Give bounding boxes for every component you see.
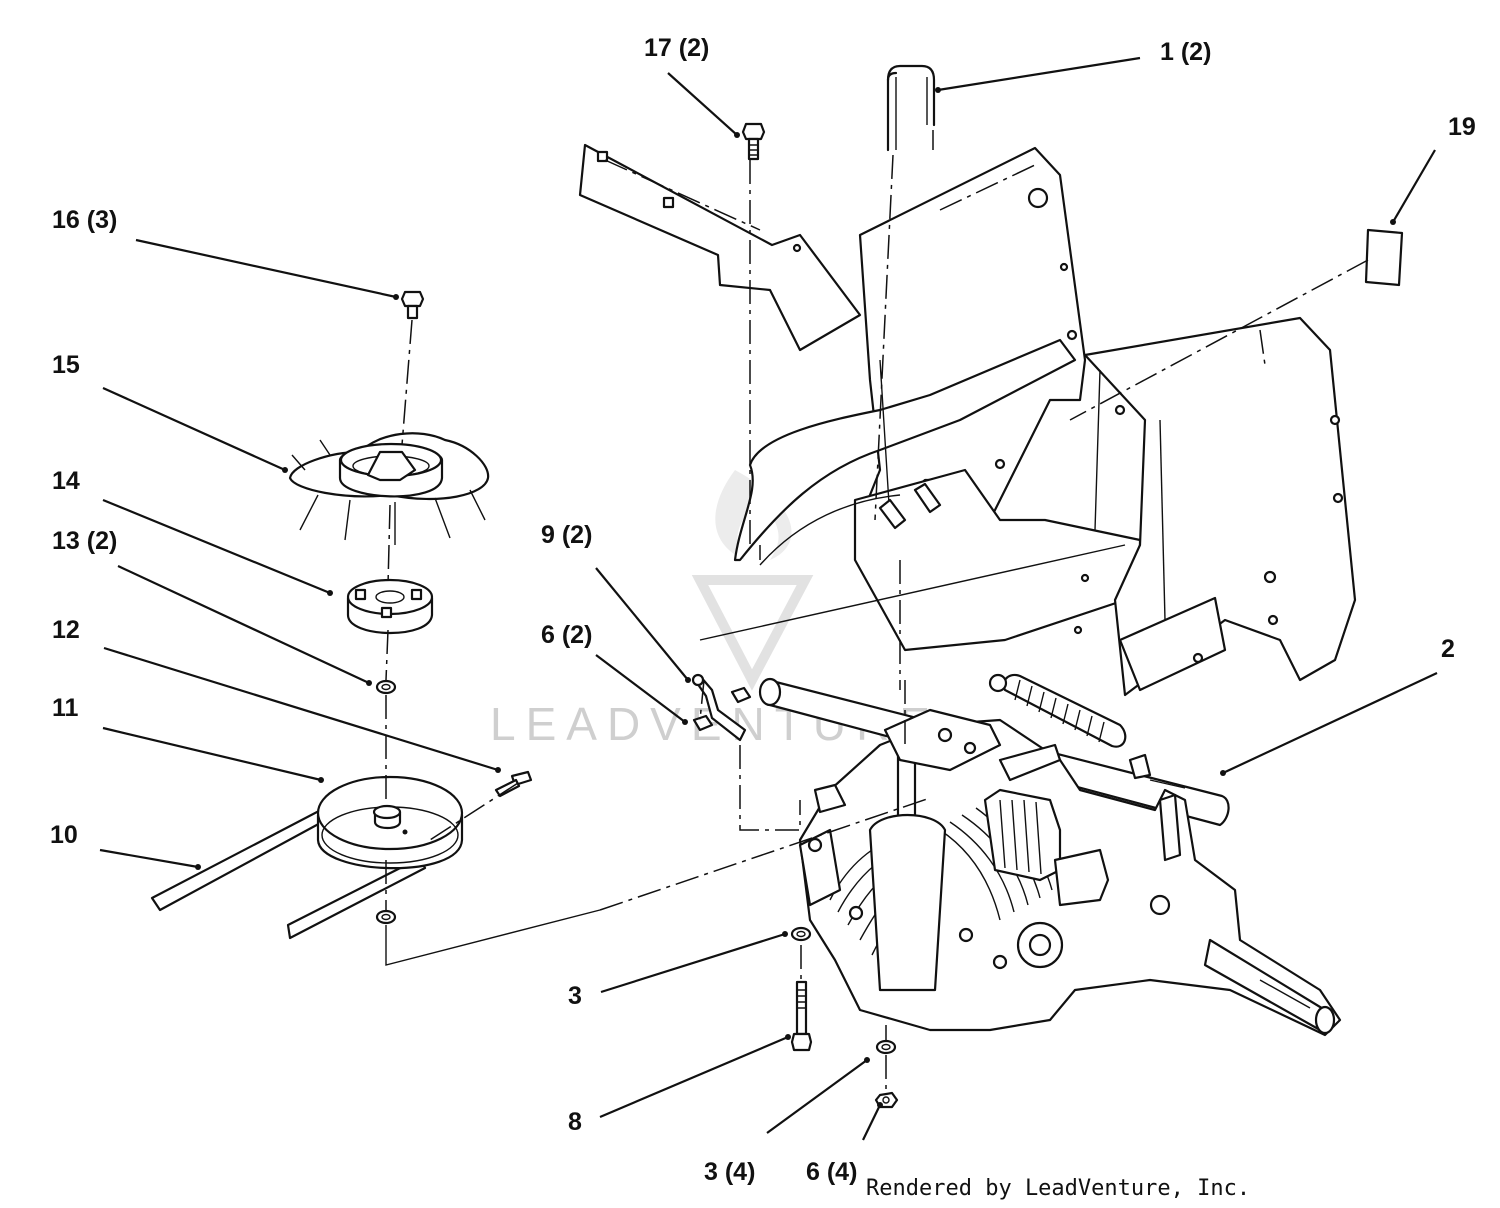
callout-13: 13 (2) xyxy=(52,527,117,555)
callout-8: 8 xyxy=(568,1108,582,1136)
pulley xyxy=(316,775,464,870)
washer-3-4 xyxy=(875,1039,897,1055)
washer-3 xyxy=(790,926,812,942)
transaxle xyxy=(798,673,1342,1037)
screw-12 xyxy=(494,770,533,798)
callout-19: 19 xyxy=(1448,113,1476,141)
callout-11: 11 xyxy=(52,694,79,722)
callout-17: 17 (2) xyxy=(644,34,709,62)
callout-3: 3 xyxy=(568,982,582,1010)
callout-12: 12 xyxy=(52,616,80,644)
callout-6-4: 6 (4) xyxy=(806,1158,857,1186)
assembly-lines xyxy=(385,130,1369,1090)
belt xyxy=(150,798,427,940)
bolt-16 xyxy=(400,290,425,320)
credit-text: Rendered by LeadVenture, Inc. xyxy=(866,1176,1250,1201)
callout-1: 1 (2) xyxy=(1160,38,1211,66)
frame-assembly xyxy=(699,146,1357,697)
bolt-8 xyxy=(790,980,813,1052)
washer-pulley-bottom xyxy=(375,909,397,925)
fan xyxy=(288,432,490,545)
callout-labels: 17 (2) 1 (2) 19 16 (3) 15 14 13 (2) 9 (2… xyxy=(50,34,1476,1186)
washer-13 xyxy=(375,679,397,695)
u-bolt xyxy=(886,64,936,152)
callout-14: 14 xyxy=(52,467,80,495)
callout-15: 15 xyxy=(52,351,80,379)
linkage-rod xyxy=(691,673,752,742)
callout-2: 2 xyxy=(1441,635,1455,663)
callout-6-2: 6 (2) xyxy=(541,621,592,649)
callout-3-4: 3 (4) xyxy=(704,1158,755,1186)
callout-9: 9 (2) xyxy=(541,521,592,549)
hub xyxy=(346,578,434,635)
leader-lines xyxy=(99,56,1438,1141)
bolt-17 xyxy=(741,122,766,161)
decal xyxy=(1364,228,1404,287)
callout-10: 10 xyxy=(50,821,78,849)
bracket-plate xyxy=(578,143,862,352)
callout-16: 16 (3) xyxy=(52,206,117,234)
